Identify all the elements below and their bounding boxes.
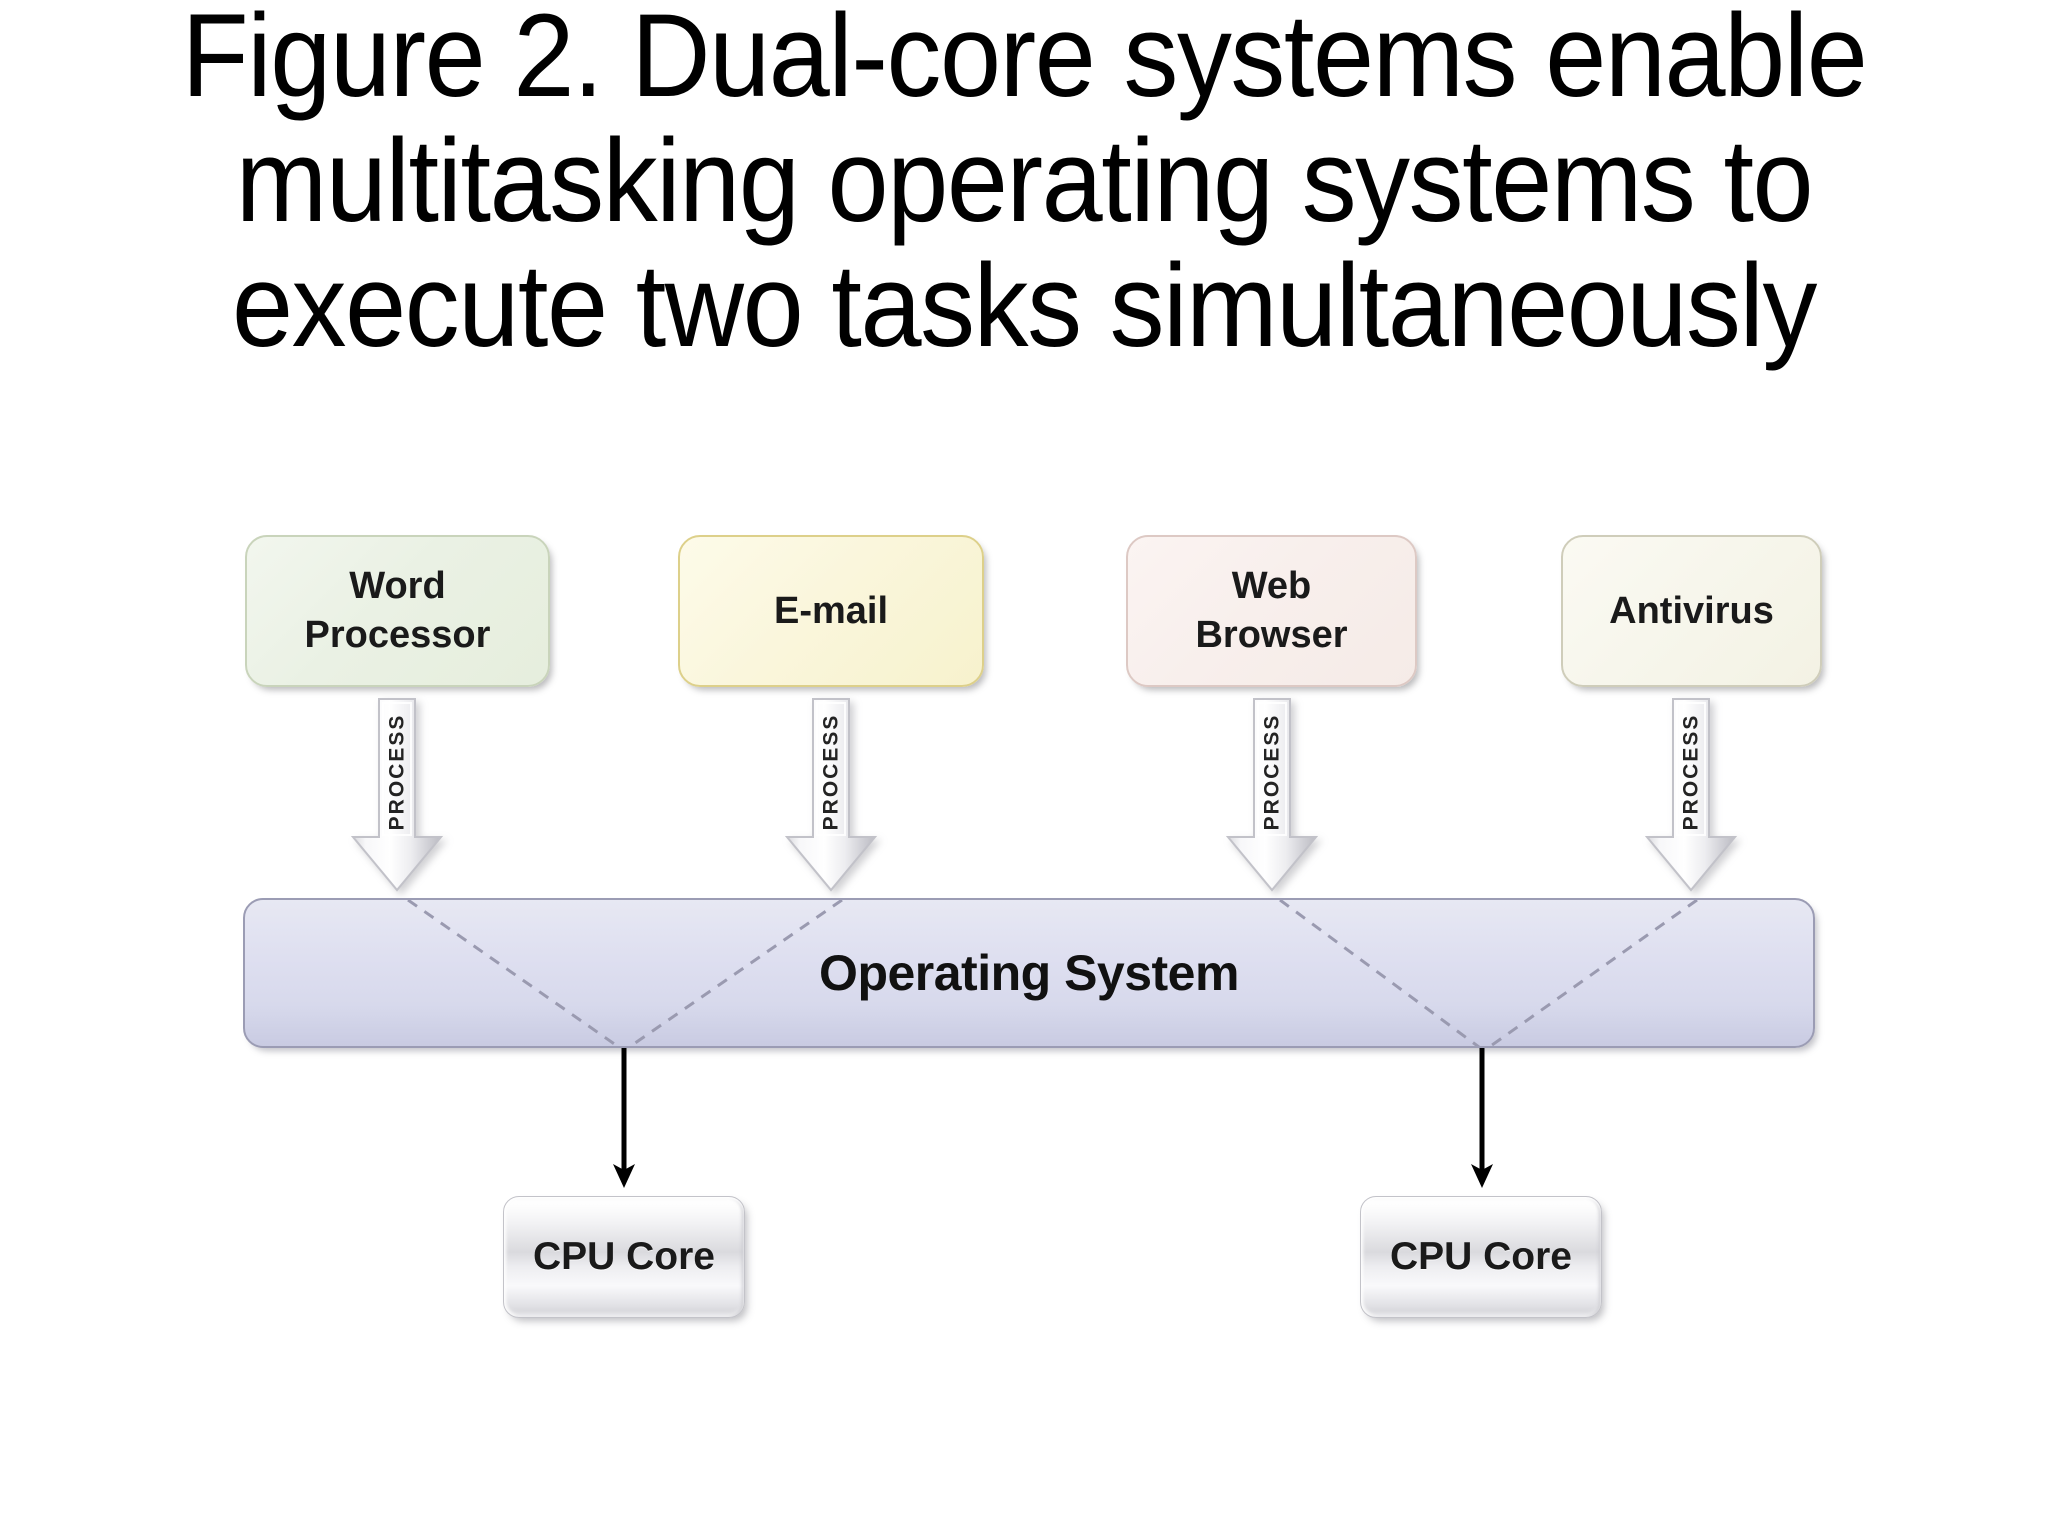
down-arrow-icon bbox=[1225, 698, 1319, 892]
dashed-connector-lines bbox=[407, 900, 1698, 1046]
title-line-3: execute two tasks simultaneously bbox=[232, 240, 1817, 373]
app-label-word-processor: Word Processor bbox=[297, 562, 499, 659]
operating-system-bar[interactable]: Operating System bbox=[243, 898, 1815, 1048]
cpu-core-box-1[interactable]: CPU Core bbox=[503, 1196, 745, 1318]
app-label-email: E-mail bbox=[773, 589, 889, 632]
os-to-cpu-arrow-1 bbox=[604, 1048, 644, 1208]
down-arrow-icon bbox=[784, 698, 878, 892]
process-arrow-3: PROCESS bbox=[1224, 697, 1320, 892]
app-label-antivirus: Antivirus bbox=[1609, 589, 1774, 632]
arrow-down-icon bbox=[613, 1048, 635, 1188]
app-label-line-1: Web bbox=[1231, 565, 1312, 608]
process-arrow-1: PROCESS bbox=[349, 697, 445, 892]
app-label-web-browser: Web Browser bbox=[1187, 562, 1355, 659]
app-label-line-1: Word bbox=[349, 565, 446, 608]
operating-system-label: Operating System bbox=[819, 945, 1239, 1001]
process-arrow-2: PROCESS bbox=[783, 697, 879, 892]
app-box-word-processor[interactable]: Word Processor bbox=[245, 535, 550, 687]
app-box-antivirus[interactable]: Antivirus bbox=[1561, 535, 1822, 687]
down-arrow-icon bbox=[1644, 698, 1738, 892]
cpu-core-label: CPU Core bbox=[532, 1235, 716, 1278]
title-line-1: Figure 2. Dual-core systems enable bbox=[181, 0, 1868, 122]
app-label-line-2: Processor bbox=[304, 614, 491, 656]
app-box-email[interactable]: E-mail bbox=[678, 535, 984, 687]
title-line-2: multitasking operating systems to bbox=[235, 115, 1814, 248]
arrow-down-icon bbox=[1471, 1048, 1493, 1188]
page-title: Figure 2. Dual-core systems enable multi… bbox=[72, 0, 1977, 369]
os-to-cpu-arrow-2 bbox=[1462, 1048, 1502, 1208]
cpu-core-label: CPU Core bbox=[1389, 1235, 1573, 1278]
down-arrow-icon bbox=[350, 698, 444, 892]
process-arrow-4: PROCESS bbox=[1643, 697, 1739, 892]
app-box-web-browser[interactable]: Web Browser bbox=[1126, 535, 1417, 687]
app-label-line-2: Browser bbox=[1195, 614, 1348, 656]
cpu-core-box-2[interactable]: CPU Core bbox=[1360, 1196, 1602, 1318]
